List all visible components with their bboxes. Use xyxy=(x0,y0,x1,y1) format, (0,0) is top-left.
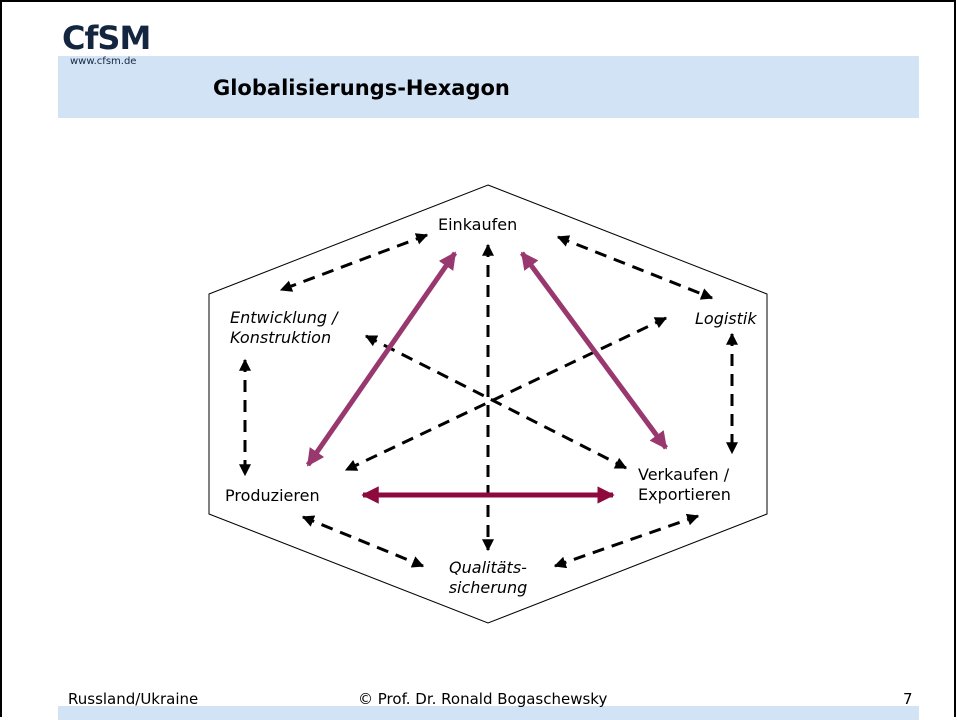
footer-center: © Prof. Dr. Ronald Bogaschewsky xyxy=(358,690,608,708)
arrow-einkaufen-produzieren xyxy=(305,251,458,467)
node-verkaufen-line1: Verkaufen / xyxy=(638,465,730,484)
node-logistik: Logistik xyxy=(695,309,757,328)
node-entwicklung-line2: Konstruktion xyxy=(230,328,332,347)
arrow-produzieren-qualitaet xyxy=(301,515,425,568)
node-entwicklung: Entwicklung / Konstruktion xyxy=(230,308,337,348)
arrow-einkaufen-verkaufen xyxy=(519,251,669,450)
node-produzieren: Produzieren xyxy=(225,486,320,505)
arrow-qualitaet-verkaufen xyxy=(553,513,700,569)
node-verkaufen: Verkaufen / Exportieren xyxy=(638,465,731,505)
arrow-einkaufen-logistik xyxy=(556,235,714,300)
header-band xyxy=(58,56,919,118)
slide-title: Globalisierungs-Hexagon xyxy=(213,76,510,100)
cfsm-logo: CfSM xyxy=(62,19,151,57)
logo-url: www.cfsm.de xyxy=(70,56,137,67)
node-verkaufen-line2: Exportieren xyxy=(638,485,731,504)
node-qualitaet-line2: sicherung xyxy=(448,578,528,597)
arrow-einkaufen-entwicklung xyxy=(279,233,429,292)
node-qualitaet: Qualitäts- sicherung xyxy=(438,558,538,598)
node-einkaufen: Einkaufen xyxy=(438,215,518,234)
hexagon-outline xyxy=(208,184,768,624)
node-entwicklung-line1: Entwicklung / xyxy=(230,308,338,327)
footer-left: Russland/Ukraine xyxy=(68,690,199,708)
node-qualitaet-line1: Qualitäts- xyxy=(449,558,527,577)
footer-band xyxy=(58,706,919,720)
page-number: 7 xyxy=(903,690,913,708)
